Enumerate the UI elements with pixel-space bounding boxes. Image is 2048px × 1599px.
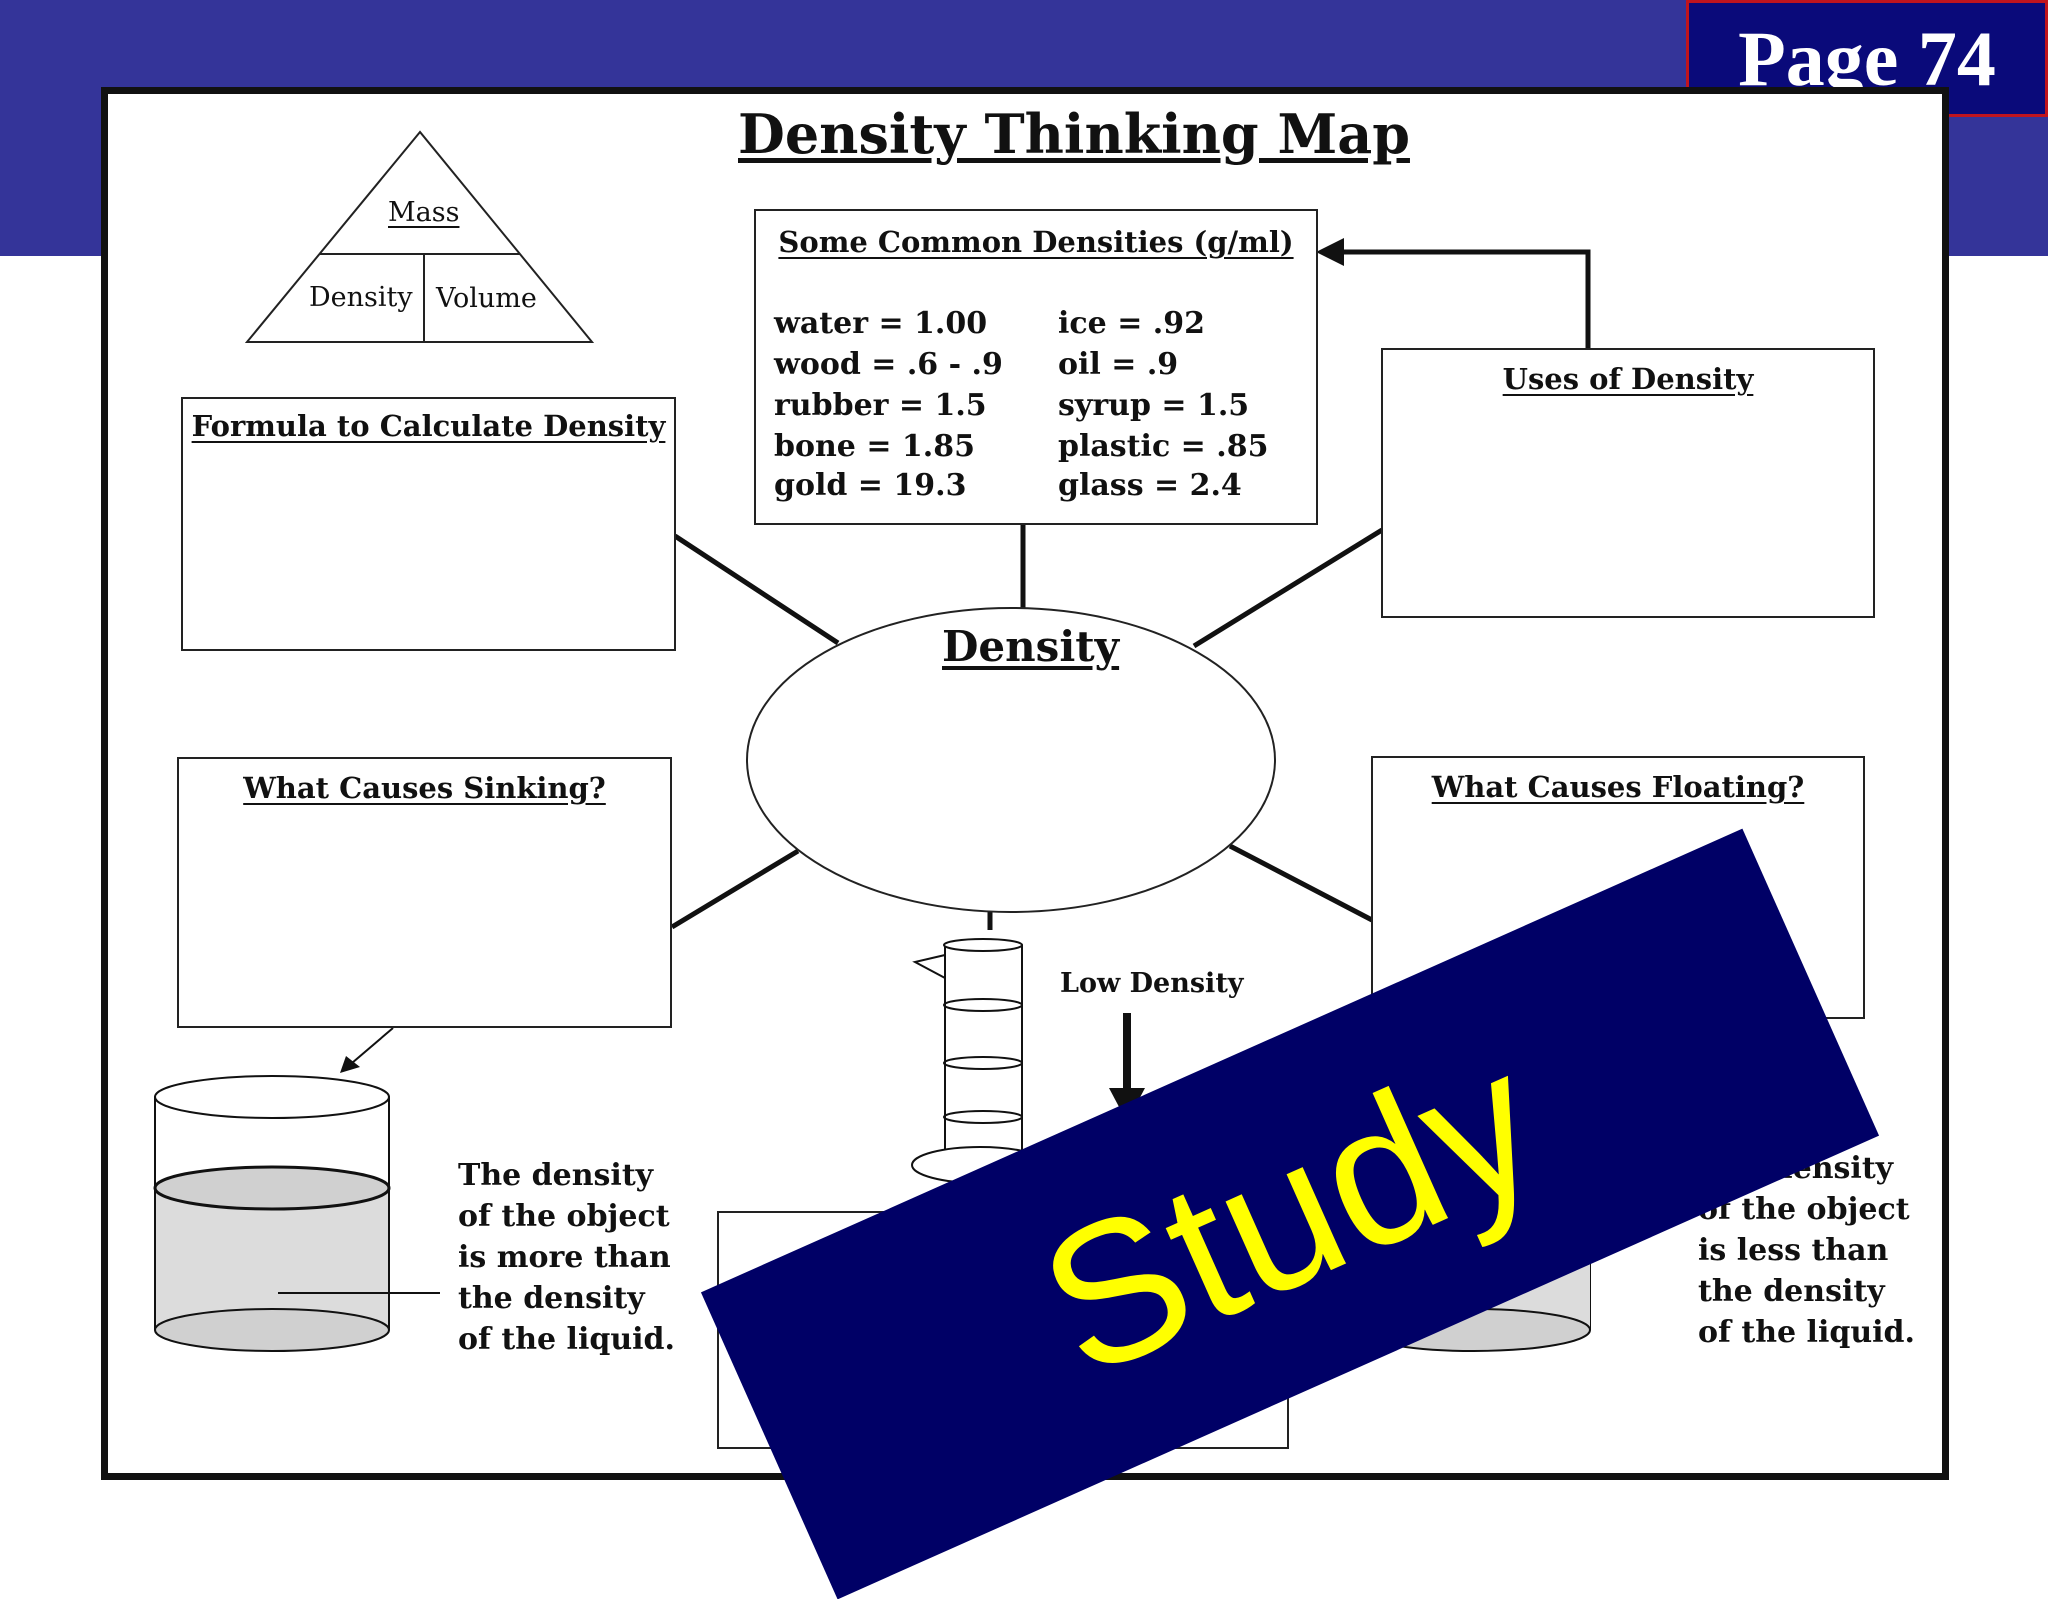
sinking-box: What Causes Sinking? (177, 757, 672, 1028)
density-glass: glass = 2.4 (1058, 468, 1242, 503)
center-label: Density (942, 622, 1120, 671)
sinking-arrow-head (340, 1056, 360, 1073)
density-water: water = 1.00 (774, 306, 988, 341)
density-bone: bone = 1.85 (774, 429, 975, 464)
sinking-line: is more than (458, 1240, 671, 1275)
spoke-lower-right (1228, 843, 1374, 923)
floating-line: of the liquid. (1698, 1315, 1915, 1350)
spoke-upper-left (673, 533, 840, 646)
low-density-label: Low Density (1060, 968, 1244, 999)
density-plastic: plastic = .85 (1058, 429, 1269, 464)
sinking-line: The density (458, 1158, 654, 1193)
uses-arrow-head (1316, 238, 1344, 266)
uses-arrow-line (1340, 249, 1591, 349)
formula-heading: Formula to Calculate Density (191, 409, 666, 443)
formula-triangle (244, 130, 595, 343)
uses-heading: Uses of Density (1502, 362, 1754, 396)
floating-line: the density (1698, 1274, 1885, 1309)
page-title: Density Thinking Map (738, 102, 1410, 166)
beaker-left-liquid (153, 1165, 391, 1211)
sinking-line: of the liquid. (458, 1322, 675, 1357)
spoke-upper-right (1192, 527, 1384, 649)
floating-heading: What Causes Floating? (1431, 770, 1805, 804)
sinking-heading: What Causes Sinking? (243, 771, 606, 805)
sinking-description: The density of the object is more than t… (458, 1155, 675, 1360)
beaker-left-base (154, 1308, 390, 1352)
density-syrup: syrup = 1.5 (1058, 388, 1250, 423)
sinking-line: of the object (458, 1199, 670, 1234)
floating-line: is less than (1698, 1233, 1889, 1268)
density-gold: gold = 19.3 (774, 468, 967, 503)
triangle-volume-label: Volume (436, 283, 537, 314)
common-densities-box: Some Common Densities (g/ml) water = 1.0… (754, 209, 1318, 525)
density-ice: ice = .92 (1058, 306, 1205, 341)
sinking-line: the density (458, 1281, 645, 1316)
triangle-mass-label: Mass (388, 197, 460, 228)
common-densities-heading: Some Common Densities (g/ml) (778, 225, 1294, 259)
density-rubber: rubber = 1.5 (774, 388, 987, 423)
cylinder-spout (912, 954, 946, 979)
formula-box: Formula to Calculate Density (181, 397, 676, 651)
cylinder-top (943, 938, 1023, 952)
density-wood: wood = .6 - .9 (774, 347, 1003, 382)
center-ellipse (746, 607, 1276, 913)
sinking-arrow-line (351, 1027, 394, 1064)
triangle-density-label: Density (309, 282, 413, 313)
uses-box: Uses of Density (1381, 348, 1875, 618)
density-oil: oil = .9 (1058, 347, 1179, 382)
spoke-lower-left (670, 848, 800, 930)
beaker-left-rim (154, 1075, 390, 1119)
